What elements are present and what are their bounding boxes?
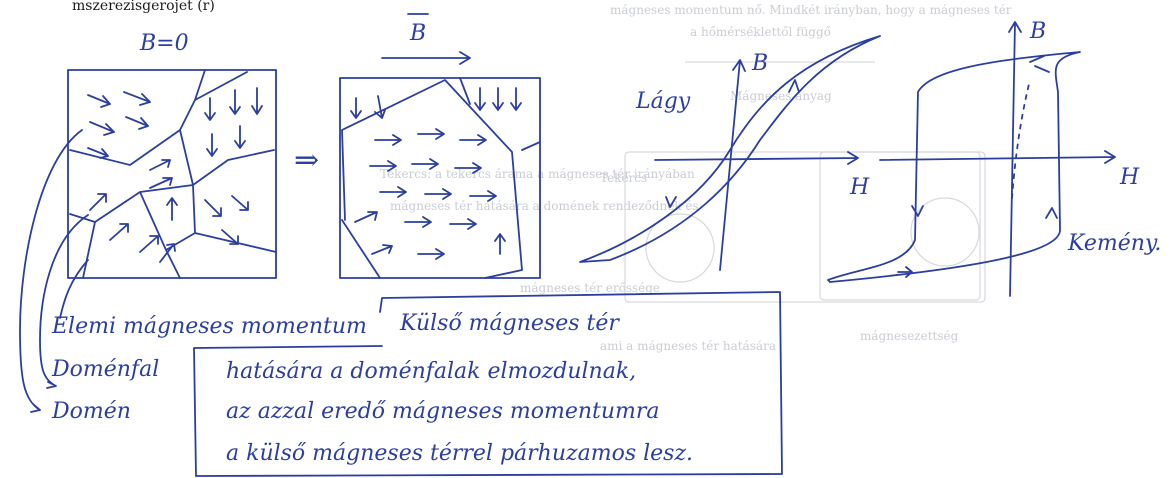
soft-b-label: B (751, 51, 768, 76)
hard-loop-arrow-down (911, 205, 924, 217)
soft-h-axis (654, 151, 859, 165)
hard-material-label: Kemény. (1067, 231, 1161, 256)
hard-b-label: B (1029, 19, 1046, 44)
hard-initial-curve (1011, 79, 1031, 199)
ghost-text: mágneses tér hatására a domének rendeződ… (390, 199, 699, 213)
hard-h-label: H (1119, 165, 1140, 190)
domains-b-zero-panel: B=0 (67, 31, 277, 279)
soft-loop (579, 35, 881, 263)
domain-walls-2 (341, 77, 541, 279)
ghost-text: Mágneses anyag (730, 89, 832, 103)
ghost-text: a hőmérséklettől függő (690, 25, 831, 39)
hard-loop-arrow-left (1034, 65, 1050, 73)
moment-arrows-panel1 (87, 87, 263, 263)
explanation-note: Külső mágneses tér hatására a doménfalak… (193, 291, 783, 477)
hard-h-axis (879, 150, 1116, 164)
domains-b-field-panel: B (339, 13, 541, 279)
ghost-text: Tekercs: a tekercs árama a mágneses tér … (380, 167, 695, 181)
note-line: a külső mágneses térrel párhuzamos lesz. (226, 441, 693, 466)
note-box-outline (193, 291, 783, 477)
leader-domain (19, 129, 83, 413)
legend-annotations: Elemi mágneses momentum Doménfal Domén (19, 129, 367, 424)
ghost-text: Tekercs (600, 171, 647, 185)
soft-loop-arrow-down (665, 196, 677, 208)
b-zero-label: B=0 (139, 31, 189, 56)
soft-hysteresis-graph: B H Lágy (579, 35, 881, 271)
note-line: Külső mágneses tér (399, 311, 620, 336)
ghost-text: ami a mágneses tér hatására (600, 339, 776, 353)
ghost-text: mágneses momentum nő. Mindkét irányban, … (610, 3, 1012, 17)
ghost-text: mágneses tér erőssége (520, 281, 660, 295)
leader-wall (39, 214, 89, 389)
domain-box-outline (67, 69, 277, 279)
soft-h-label: H (849, 175, 870, 200)
hard-loop-top (1029, 55, 1045, 63)
domain-box-outline-2 (339, 77, 541, 279)
legend-moment: Elemi mágneses momentum (51, 314, 367, 339)
legend-domain: Domén (51, 399, 131, 424)
soft-material-label: Lágy (635, 89, 691, 114)
b-field-arrow (381, 51, 471, 65)
leader-moment (59, 259, 89, 319)
header-text: mszerezisgerojet (r) (72, 0, 215, 14)
hard-loop (827, 51, 1081, 283)
hard-loop-arrow-up (1045, 207, 1058, 219)
hard-b-axis (1008, 21, 1022, 297)
b-vector-label: B (409, 21, 426, 46)
hard-hysteresis-graph: B H Kemény. (827, 19, 1161, 297)
hard-loop-arrow-right (897, 266, 913, 278)
bleed-through-text: mágneses momentum nő. Mindkét irányban, … (380, 3, 1012, 353)
moment-arrows-panel2 (350, 87, 522, 260)
note-line: az azzal eredő mágneses momentumra (226, 399, 660, 424)
note-line: hatására a doménfalak elmozdulnak, (226, 359, 636, 384)
legend-wall: Doménfal (51, 357, 159, 382)
soft-b-axis (719, 59, 746, 271)
implies-arrow: ⇒ (294, 143, 319, 178)
ghost-text: mágnesezettség (860, 329, 959, 343)
soft-loop-arrow-up (788, 79, 800, 93)
